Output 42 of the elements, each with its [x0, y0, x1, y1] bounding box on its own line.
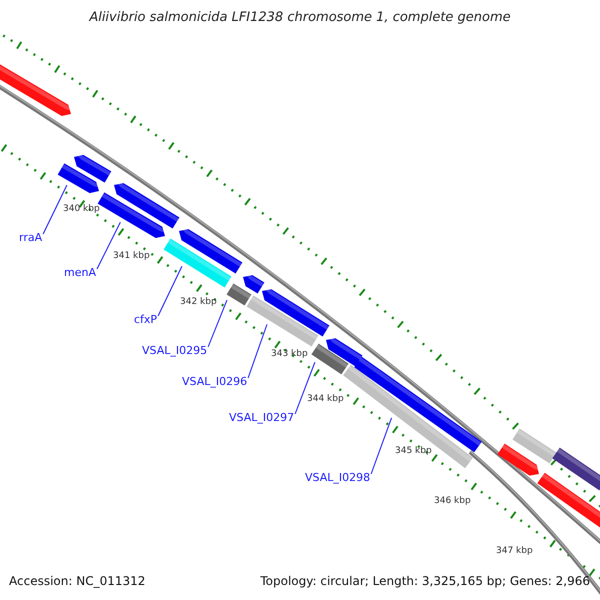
gene-bar: [262, 288, 330, 336]
scale-label: 346 kbp: [434, 496, 471, 506]
gene-bar: [537, 472, 600, 530]
gene-label: menA: [64, 266, 96, 279]
scale-label: 341 kbp: [113, 251, 150, 261]
gene-bar: [243, 274, 264, 294]
scale-label: 345 kbp: [395, 446, 432, 456]
gene-bar: [343, 364, 473, 468]
leader-line: [42, 184, 68, 234]
genome-info-text: Topology: circular; Length: 3,325,165 bp; Genes: 2,966: [260, 574, 590, 588]
gene-bar: [552, 448, 600, 490]
gene-bar: [512, 428, 556, 464]
gene-bar: [98, 192, 167, 238]
gene-label: VSAL_I0297: [229, 411, 294, 424]
leader-line: [294, 362, 316, 414]
title: Aliivibrio salmonicida LFI1238 chromosome 1, complete genome: [88, 10, 512, 25]
leader-line: [208, 300, 228, 348]
gene-label: VSAL_I0296: [182, 375, 248, 388]
gene-label: cfxP: [134, 313, 158, 326]
leader-line: [370, 417, 392, 474]
gene-label: VSAL_I0295: [142, 344, 208, 357]
gene-bar: [311, 344, 349, 374]
accession-text: Accession: NC_011312: [9, 574, 146, 588]
scale-label: 344 kbp: [307, 394, 344, 404]
gene-label: rraA: [19, 231, 42, 244]
gene-bar: [497, 444, 541, 476]
gene-bar: [58, 163, 101, 194]
gene-bar: [74, 154, 112, 183]
gene-bar: [164, 238, 232, 288]
gene-bar: [246, 296, 318, 346]
leader-line: [248, 324, 268, 378]
scale-label: 343 kbp: [271, 349, 308, 359]
scale-label: 342 kbp: [180, 297, 217, 307]
gene-bar: [179, 228, 242, 274]
gene-bar: [326, 337, 362, 366]
gene-bar: [114, 182, 180, 228]
gene-label: VSAL_I0298: [305, 471, 370, 484]
scale-label: 347 kbp: [496, 546, 533, 556]
leader-line: [96, 222, 121, 270]
gene-bar: [226, 284, 252, 306]
leader-line: [158, 266, 182, 316]
scale-label: 340 kbp: [63, 204, 100, 214]
